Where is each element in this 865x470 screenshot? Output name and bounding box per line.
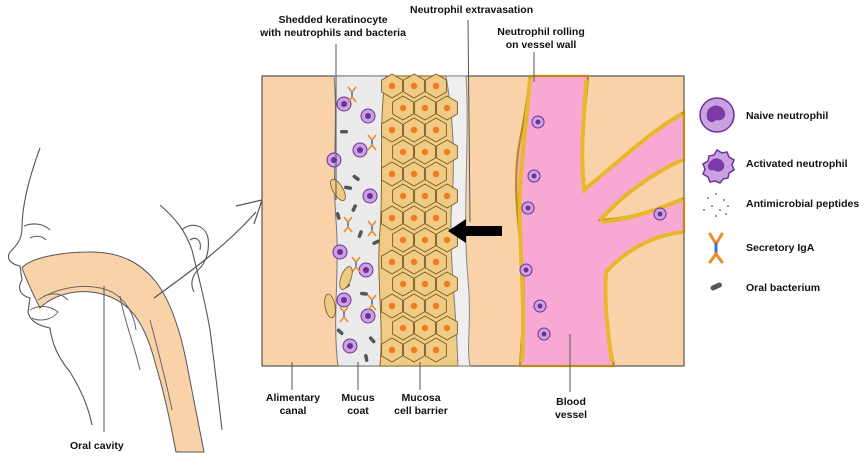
label-mucus-line2: coat: [334, 405, 382, 418]
secretory-iga-icon: [710, 234, 722, 262]
cell-nucleus: [411, 83, 417, 89]
cell-nucleus: [411, 127, 417, 133]
mucus-neutrophil-nucleus: [367, 193, 373, 199]
cell-nucleus: [433, 303, 439, 309]
cell-nucleus: [444, 193, 450, 199]
vessel-neutrophil-nucleus: [658, 212, 663, 217]
cell-nucleus: [422, 237, 428, 243]
label-rolling-line2: on vessel wall: [486, 39, 596, 52]
cell-nucleus: [389, 347, 395, 353]
label-alimentary-canal: Alimentary canal: [258, 392, 328, 418]
cell-nucleus: [389, 83, 395, 89]
cell-nucleus: [389, 171, 395, 177]
cell-nucleus: [422, 281, 428, 287]
cell-nucleus: [433, 215, 439, 221]
cell-nucleus: [389, 127, 395, 133]
cell-nucleus: [411, 259, 417, 265]
label-mucosa-line1: Mucosa: [386, 392, 456, 405]
cell-nucleus: [400, 105, 406, 111]
label-mucosa: Mucosa cell barrier: [386, 392, 456, 418]
mucus-neutrophil-nucleus: [347, 343, 353, 349]
mucus-neutrophil-nucleus: [341, 101, 347, 107]
cell-nucleus: [433, 259, 439, 265]
label-mucus-coat: Mucus coat: [334, 392, 382, 418]
label-rolling-line1: Neutrophil rolling: [486, 26, 596, 39]
cell-nucleus: [411, 303, 417, 309]
cell-nucleus: [411, 347, 417, 353]
cell-nucleus: [389, 303, 395, 309]
cell-nucleus: [400, 149, 406, 155]
cell-nucleus: [433, 347, 439, 353]
label-mucosa-line2: cell barrier: [386, 405, 456, 418]
label-alimentary-line1: Alimentary: [258, 392, 328, 405]
label-shedded-line2: with neutrophils and bacteria: [248, 27, 418, 40]
mucus-neutrophil-nucleus: [341, 297, 347, 303]
antimicrobial-peptides-icon: [703, 193, 729, 217]
cell-nucleus: [400, 193, 406, 199]
cell-nucleus: [444, 281, 450, 287]
mucus-neutrophil-nucleus: [365, 113, 371, 119]
cell-nucleus: [400, 237, 406, 243]
cell-nucleus: [422, 105, 428, 111]
activated-neutrophil-icon: [703, 150, 734, 183]
cell-nucleus: [400, 281, 406, 287]
legend-activated-neutrophil: Activated neutrophil: [746, 158, 848, 170]
mucus-neutrophil-nucleus: [357, 147, 363, 153]
cell-nucleus: [433, 83, 439, 89]
legend-antimicrobial-peptides: Antimicrobial peptides: [746, 198, 859, 210]
vessel-neutrophil-nucleus: [532, 174, 537, 179]
label-mucus-line1: Mucus: [334, 392, 382, 405]
vessel-neutrophil-nucleus: [524, 268, 529, 273]
legend-icons: [700, 98, 734, 291]
cell-nucleus: [411, 171, 417, 177]
vessel-neutrophil-nucleus: [536, 120, 541, 125]
vessel-neutrophil-nucleus: [526, 206, 531, 211]
cell-nucleus: [411, 215, 417, 221]
label-oral-cavity: Oral cavity: [70, 440, 124, 453]
mucus-neutrophil-nucleus: [363, 267, 369, 273]
vessel-neutrophil-nucleus: [538, 304, 543, 309]
cell-nucleus: [389, 259, 395, 265]
legend-naive-neutrophil: Naive neutrophil: [746, 110, 828, 122]
cell-nucleus: [422, 149, 428, 155]
zoom-pointer: [154, 212, 256, 298]
cell-nucleus: [422, 325, 428, 331]
vessel-neutrophil-nucleus: [542, 332, 547, 337]
cell-nucleus: [433, 127, 439, 133]
cell-nucleus: [433, 171, 439, 177]
label-rolling: Neutrophil rolling on vessel wall: [486, 26, 596, 52]
cell-nucleus: [444, 149, 450, 155]
cell-nucleus: [444, 105, 450, 111]
naive-neutrophil-icon: [700, 98, 734, 132]
label-extravasation: Neutrophil extravasation: [410, 4, 533, 17]
legend-secretory-iga: Secretory IgA: [746, 242, 814, 254]
mucus-bacterium: [340, 130, 348, 134]
cell-nucleus: [422, 193, 428, 199]
label-shedded-keratinocyte: Shedded keratinocyte with neutrophils an…: [248, 14, 418, 40]
cell-nucleus: [400, 325, 406, 331]
label-blood-line2: vessel: [546, 409, 596, 422]
legend-oral-bacterium: Oral bacterium: [746, 282, 820, 294]
cell-nucleus: [444, 325, 450, 331]
oral-bacterium-icon: [710, 282, 723, 292]
cell-nucleus: [389, 215, 395, 221]
mucus-neutrophil-nucleus: [337, 249, 343, 255]
label-blood-vessel: Blood vessel: [546, 396, 596, 422]
cell-nucleus: [444, 237, 450, 243]
label-alimentary-line2: canal: [258, 405, 328, 418]
label-blood-line1: Blood: [546, 396, 596, 409]
label-shedded-line1: Shedded keratinocyte: [248, 14, 418, 27]
mucus-neutrophil-nucleus: [365, 313, 371, 319]
